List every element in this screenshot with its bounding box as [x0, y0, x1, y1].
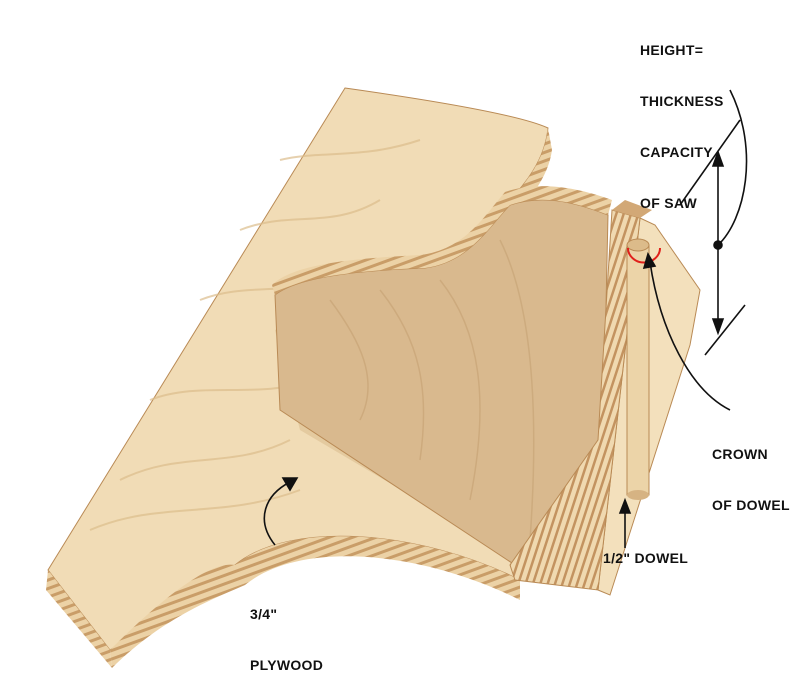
base-front-edge	[46, 570, 112, 668]
crown-label: CROWN OF DOWEL	[712, 412, 790, 548]
dowel	[626, 244, 650, 496]
base-curved-edge	[110, 536, 520, 668]
height-label: HEIGHT= THICKNESS CAPACITY OF SAW	[640, 8, 724, 246]
support-top-edge	[612, 200, 652, 218]
crown-leader	[642, 251, 731, 411]
plywood-label: 3/4" PLYWOOD	[250, 572, 323, 683]
back-fence-top-edge	[272, 186, 612, 295]
plywood-label-line2: PLYWOOD	[250, 657, 324, 673]
plywood-leader	[263, 477, 299, 546]
dowel-leader	[618, 497, 632, 548]
fence-grain	[329, 239, 535, 541]
height-label-line2: THICKNESS	[640, 93, 724, 109]
plywood-label-line1: 3/4"	[250, 606, 278, 622]
dowel-bottom	[627, 490, 649, 500]
crown-label-line2: OF DOWEL	[712, 497, 790, 513]
dowel-top	[626, 238, 650, 252]
crown-mark	[627, 247, 661, 264]
crown-label-line1: CROWN	[712, 446, 768, 462]
height-label-line4: OF SAW	[640, 195, 698, 211]
dowel-label: 1/2" DOWEL	[603, 550, 689, 566]
height-label-line3: CAPACITY	[640, 144, 713, 160]
height-label-line1: HEIGHT=	[640, 42, 704, 58]
height-dimension	[679, 89, 748, 356]
